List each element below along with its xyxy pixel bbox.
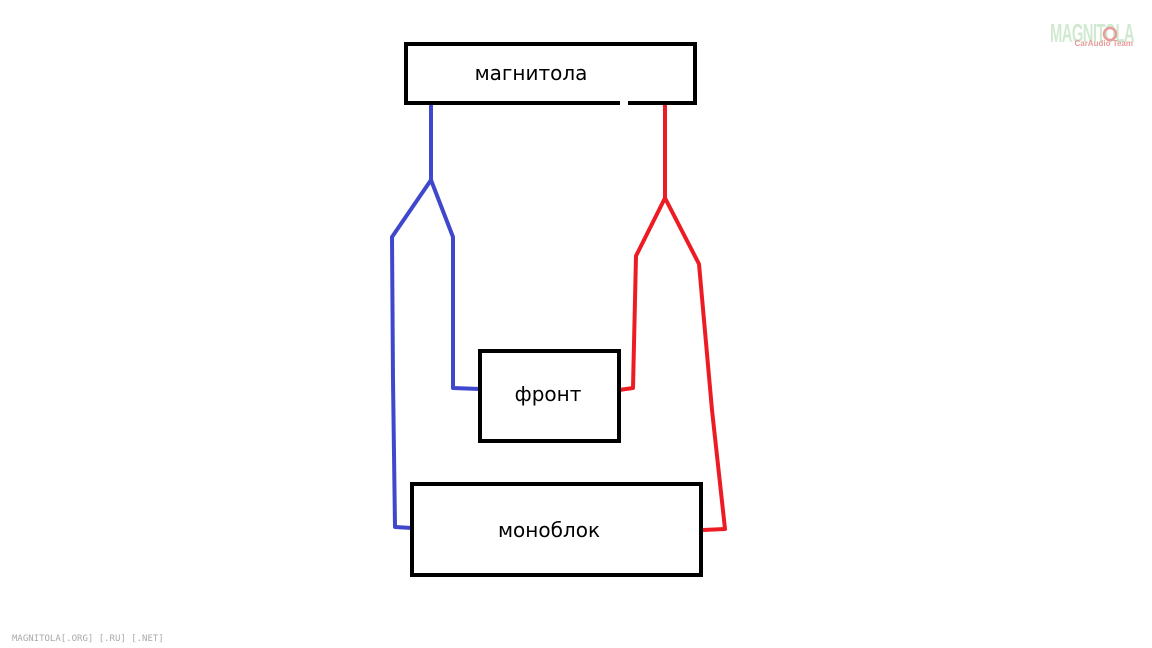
radio-box (404, 42, 697, 105)
blue-wire-to-monoblock (390, 178, 433, 530)
watermark-tagline: CarAudio Team (1074, 39, 1133, 48)
front-box (478, 349, 621, 443)
radio-box-gap (620, 101, 628, 105)
red-wire-to-front (617, 196, 667, 392)
monoblock-label: моноблок (498, 518, 600, 542)
front-label: фронт (515, 382, 582, 406)
blue-wires (390, 104, 482, 530)
node-radio: магнитола (404, 42, 697, 105)
watermark-logo: MAGNITOLA CarAudio Team (1050, 18, 1136, 48)
red-wire-to-monoblock (663, 196, 727, 532)
node-front: фронт (478, 349, 621, 443)
monoblock-box (410, 482, 703, 577)
watermark-ring-icon (1102, 26, 1118, 42)
blue-wire-to-front (429, 178, 482, 391)
red-wires (617, 102, 727, 532)
radio-label: магнитола (475, 61, 588, 85)
node-monoblock: моноблок (410, 482, 703, 577)
footer-watermark: MAGNITOLA[.ORG] [.RU] [.NET] (12, 634, 164, 644)
watermark-logo-text: MAGNITOLA (1050, 18, 1135, 48)
